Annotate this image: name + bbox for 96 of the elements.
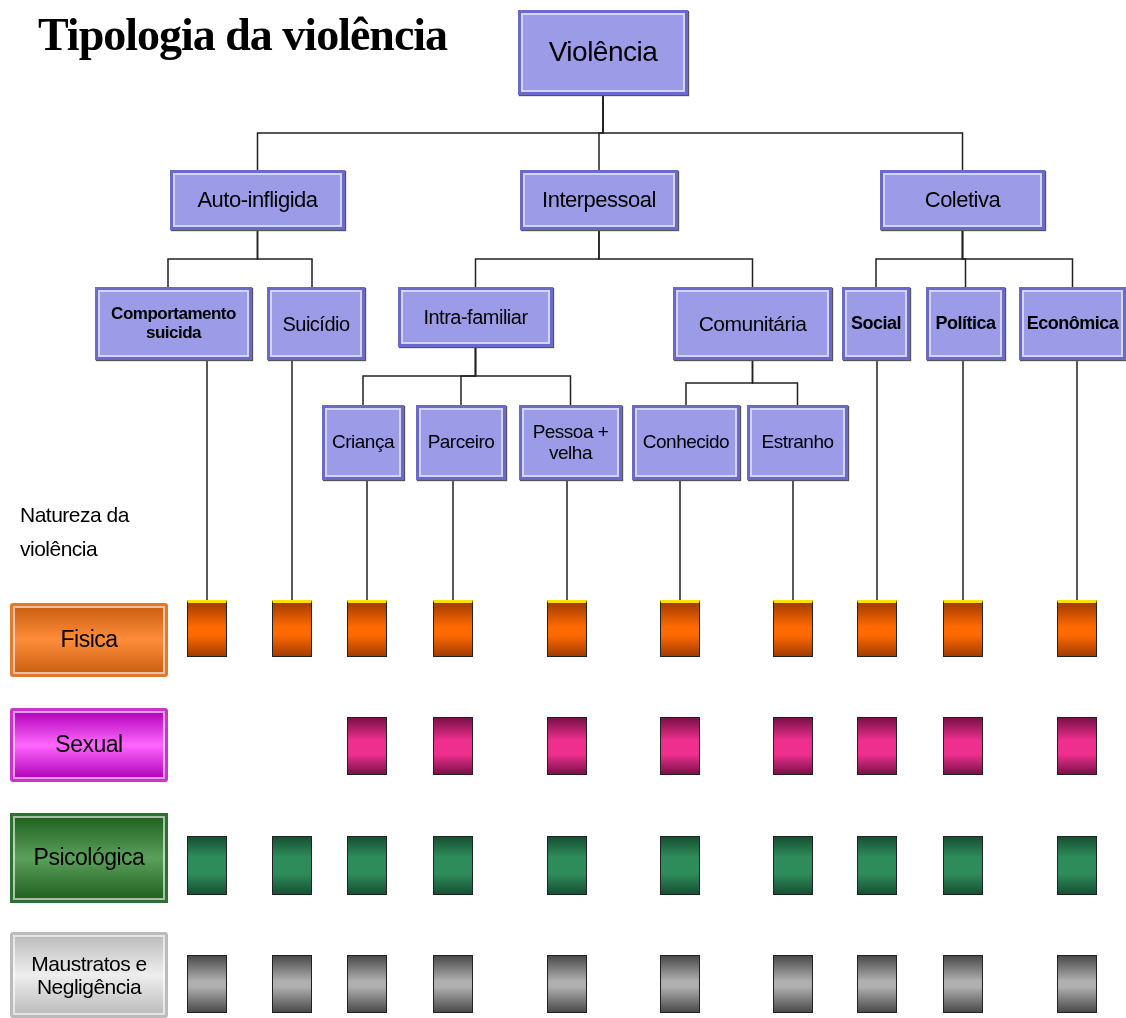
connector-line — [876, 359, 878, 601]
category-box — [747, 405, 848, 480]
marker-square — [773, 836, 813, 895]
box-label: Comunitária — [698, 311, 807, 336]
category-box — [170, 170, 345, 230]
marker-square — [547, 717, 587, 775]
connector-line — [602, 94, 964, 171]
box-label: Suicídio — [282, 312, 350, 335]
marker-square — [1057, 836, 1097, 895]
marker-square — [943, 836, 983, 895]
connector-line — [256, 229, 313, 288]
marker-square — [347, 600, 387, 657]
row-axis-label: Natureza da violência — [20, 502, 131, 562]
category-box — [842, 287, 910, 360]
connector-line — [598, 229, 754, 288]
category-box — [95, 287, 252, 360]
marker-square — [1057, 955, 1097, 1013]
category-box — [267, 287, 365, 360]
connector-line — [792, 479, 794, 601]
connector-line — [366, 479, 368, 601]
category-box — [1019, 287, 1126, 360]
box-label: Coletiva — [924, 187, 1001, 213]
connector-line — [961, 229, 1074, 288]
marker-square — [773, 600, 813, 657]
marker-square — [347, 836, 387, 895]
box-label: Política — [935, 313, 996, 334]
category-box — [398, 287, 553, 347]
marker-square — [187, 836, 227, 895]
marker-square — [433, 717, 473, 775]
connector-line — [751, 359, 799, 406]
category-box — [673, 287, 832, 360]
marker-square — [660, 600, 700, 657]
category-box — [880, 170, 1045, 230]
box-label: Auto-infligida — [197, 187, 318, 213]
connector-line — [679, 479, 681, 601]
legend-box — [10, 932, 168, 1018]
box-label: Psicológica — [33, 845, 145, 871]
marker-square — [187, 600, 227, 657]
marker-square — [773, 955, 813, 1013]
marker-square — [943, 717, 983, 775]
marker-square — [660, 717, 700, 775]
marker-square — [187, 955, 227, 1013]
marker-square — [857, 955, 897, 1013]
connector-line — [206, 359, 208, 601]
diagram-title: Tipologia da violência — [38, 8, 448, 61]
box-label: Parceiro — [427, 432, 495, 453]
marker-square — [272, 836, 312, 895]
marker-square — [547, 600, 587, 657]
marker-square — [660, 955, 700, 1013]
marker-square — [857, 600, 897, 657]
marker-square — [857, 717, 897, 775]
category-box — [632, 405, 740, 480]
marker-square — [660, 836, 700, 895]
marker-square — [943, 955, 983, 1013]
box-label: Criança — [332, 432, 394, 453]
box-label: Pessoa + velha — [531, 421, 610, 464]
legend-box — [10, 813, 168, 903]
category-box — [926, 287, 1005, 360]
category-box — [520, 170, 678, 230]
category-box — [519, 405, 622, 480]
marker-square — [547, 955, 587, 1013]
box-label: Conhecido — [642, 432, 730, 453]
marker-square — [433, 836, 473, 895]
connector-line — [962, 359, 964, 601]
connector-line — [474, 346, 572, 406]
marker-square — [347, 955, 387, 1013]
legend-box — [10, 708, 168, 782]
box-label: Intra-familiar — [423, 306, 528, 328]
box-label: Sexual — [55, 732, 123, 758]
connector-line — [566, 479, 568, 601]
box-label: Comportamento suicida — [110, 304, 237, 343]
marker-square — [547, 836, 587, 895]
marker-square — [433, 600, 473, 657]
box-label: Violência — [548, 37, 658, 68]
category-box — [518, 10, 688, 95]
box-label: Estranho — [761, 432, 834, 453]
box-label: Econômica — [1026, 313, 1119, 334]
connector-line — [291, 359, 293, 601]
marker-square — [272, 600, 312, 657]
connector-line — [1076, 359, 1078, 601]
category-box — [322, 405, 404, 480]
box-label: Social — [851, 313, 901, 334]
marker-square — [943, 600, 983, 657]
category-box — [416, 405, 506, 480]
box-label: Maustratos e Negligência — [30, 951, 148, 999]
marker-square — [1057, 717, 1097, 775]
connector-line — [452, 479, 454, 601]
legend-box — [10, 603, 168, 677]
marker-square — [272, 955, 312, 1013]
marker-square — [433, 955, 473, 1013]
marker-square — [347, 717, 387, 775]
box-label: Fisica — [60, 627, 118, 653]
marker-square — [857, 836, 897, 895]
marker-square — [773, 717, 813, 775]
box-label: Interpessoal — [542, 187, 656, 213]
marker-square — [1057, 600, 1097, 657]
